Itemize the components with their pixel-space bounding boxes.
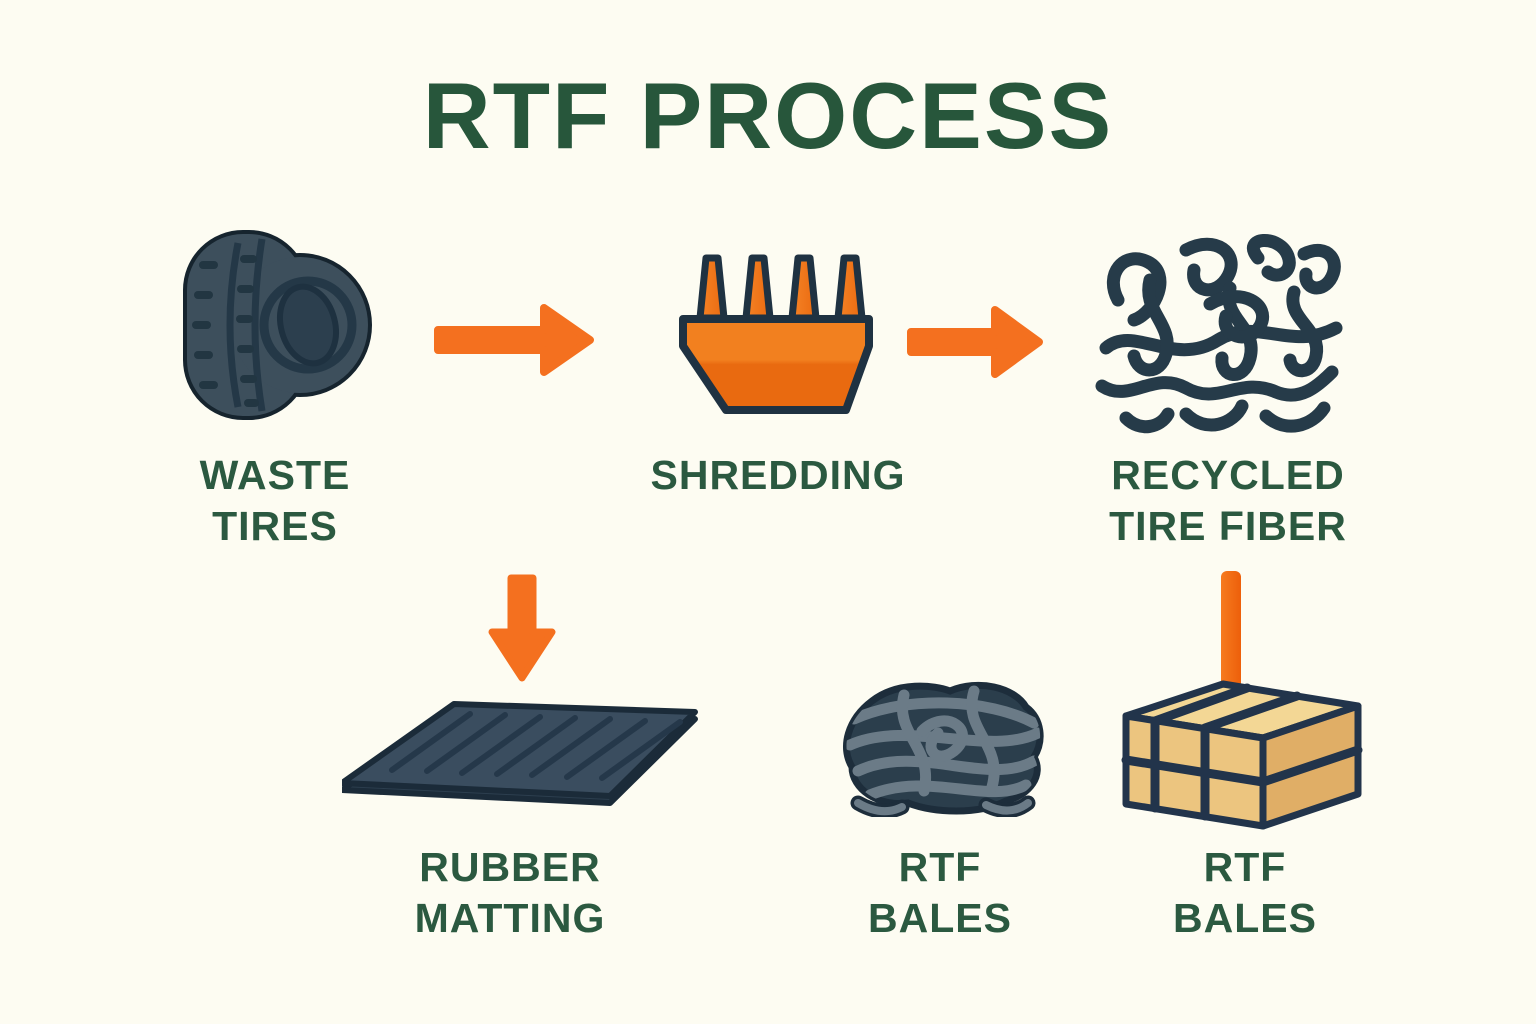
shredder-icon <box>676 248 876 426</box>
fiber-tangle-icon <box>1090 228 1355 456</box>
label-line: WASTE <box>199 452 351 498</box>
label-line: TIRES <box>212 503 338 549</box>
label-shredding: SHREDDING <box>600 450 956 501</box>
strapped-bale-icon <box>1118 676 1366 834</box>
label-rubber-matting: RUBBER MATTING <box>330 842 690 944</box>
label-line: RUBBER <box>419 844 601 890</box>
label-rtf-bales-strapped: RTF BALES <box>1090 842 1400 944</box>
arrow-down-icon <box>483 570 561 686</box>
vertical-bar-connector <box>1221 571 1241 687</box>
label-recycled-tire-fiber: RECYCLED TIRE FIBER <box>1048 450 1408 552</box>
label-line: RTF <box>1203 844 1287 890</box>
label-line: BALES <box>868 895 1012 941</box>
label-line: TIRE FIBER <box>1109 503 1347 549</box>
label-rtf-bales-loose: RTF BALES <box>785 842 1095 944</box>
fiber-clump-icon <box>838 675 1046 817</box>
tire-icon <box>182 228 372 422</box>
arrow-right-icon <box>428 300 600 380</box>
label-line: RECYCLED <box>1111 452 1345 498</box>
label-line: RTF <box>898 844 982 890</box>
label-line: BALES <box>1173 895 1317 941</box>
label-line: SHREDDING <box>650 452 906 498</box>
label-line: MATTING <box>414 895 606 941</box>
page-title: RTF PROCESS <box>422 63 1114 168</box>
label-waste-tires: WASTE TIRES <box>110 450 440 552</box>
rubber-mat-icon <box>342 700 704 812</box>
arrow-right-icon <box>903 302 1048 382</box>
